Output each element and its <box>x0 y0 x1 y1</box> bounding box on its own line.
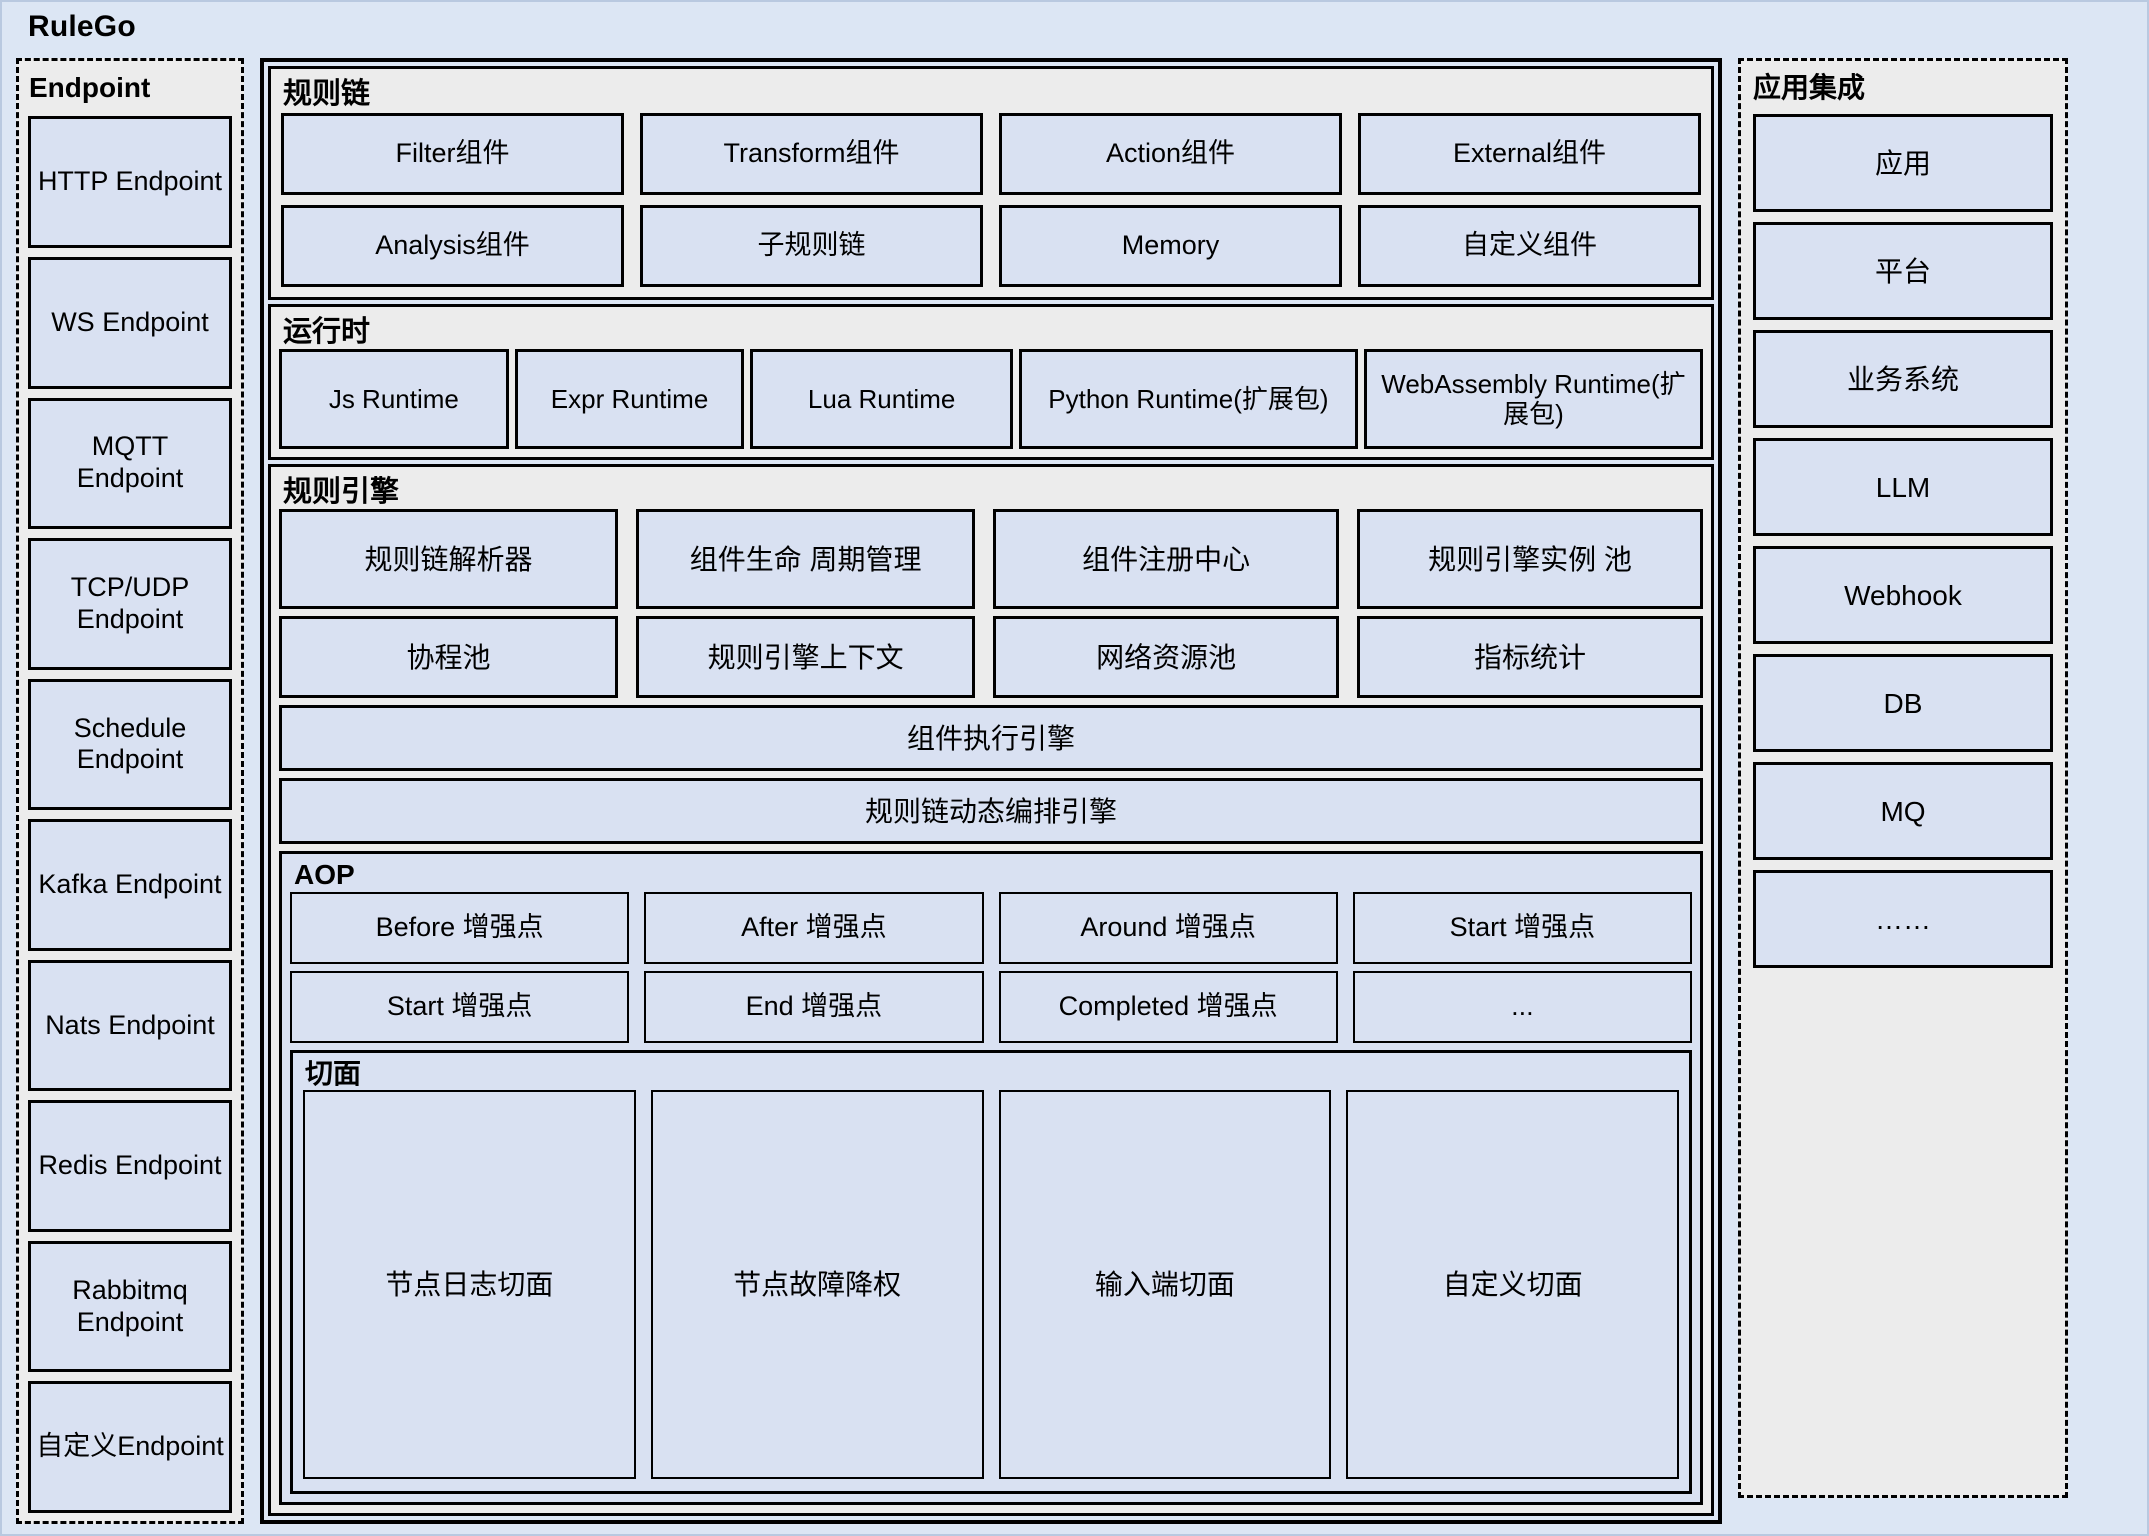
endpoint-group-title: Endpoint <box>29 72 151 103</box>
rule-chain-item-custom[interactable]: 自定义组件 <box>1358 205 1701 287</box>
rule-chain-item-filter[interactable]: Filter组件 <box>281 113 624 196</box>
rule-engine-section: 规则引擎 规则链解析器 组件生命 周期管理 组件注册中心 规则引擎实例 池 协程… <box>268 464 1714 1516</box>
rule-chain-item-external[interactable]: External组件 <box>1358 113 1701 196</box>
endpoint-item-http[interactable]: HTTP Endpoint <box>28 116 232 248</box>
rule-chain-item-transform[interactable]: Transform组件 <box>640 113 983 196</box>
endpoint-list: HTTP Endpoint WS Endpoint MQTT Endpoint … <box>19 102 241 1521</box>
endpoint-item-kafka[interactable]: Kafka Endpoint <box>28 819 232 951</box>
endpoint-group: Endpoint HTTP Endpoint WS Endpoint MQTT … <box>16 58 244 1524</box>
app-integration-item-platform[interactable]: 平台 <box>1753 222 2053 321</box>
aspect-grid: 节点日志切面 节点故障降权 输入端切面 自定义切面 <box>293 1088 1689 1491</box>
aspect-title: 切面 <box>305 1057 362 1089</box>
rule-chain-item-memory[interactable]: Memory <box>999 205 1342 287</box>
aop-item-start-2[interactable]: Start 增强点 <box>290 970 630 1043</box>
app-integration-item-more[interactable]: …… <box>1753 870 2053 969</box>
rule-engine-grid: 规则链解析器 组件生命 周期管理 组件注册中心 规则引擎实例 池 协程池 规则引… <box>279 509 1703 699</box>
endpoint-item-rabbitmq[interactable]: Rabbitmq Endpoint <box>28 1240 232 1373</box>
endpoint-item-custom[interactable]: 自定义Endpoint <box>28 1381 232 1514</box>
app-integration-item-mq[interactable]: MQ <box>1753 762 2053 861</box>
rule-engine-item-instance-pool[interactable]: 规则引擎实例 池 <box>1357 509 1703 610</box>
app-integration-list: 应用 平台 业务系统 LLM Webhook DB MQ …… <box>1741 102 2065 969</box>
app-integration-item-webhook[interactable]: Webhook <box>1753 546 2053 645</box>
rule-engine-title: 规则引擎 <box>283 476 400 508</box>
rule-engine-item-registry[interactable]: 组件注册中心 <box>993 509 1340 610</box>
aop-item-start-1[interactable]: Start 增强点 <box>1352 891 1692 964</box>
endpoint-item-ws[interactable]: WS Endpoint <box>28 256 232 389</box>
rule-chain-item-analysis[interactable]: Analysis组件 <box>281 205 624 287</box>
core-stack: 规则链 Filter组件 Transform组件 Action组件 Extern… <box>260 58 1722 1524</box>
runtime-item-js[interactable]: Js Runtime <box>279 349 509 449</box>
aop-section: AOP Before 增强点 After 增强点 Around 增强点 Star… <box>279 851 1703 1505</box>
rule-chain-title: 规则链 <box>283 78 371 110</box>
runtime-item-expr[interactable]: Expr Runtime <box>514 349 745 449</box>
runtime-section: 运行时 Js Runtime Expr Runtime Lua Runtime … <box>268 304 1714 460</box>
endpoint-item-tcp-udp[interactable]: TCP/UDP Endpoint <box>28 538 232 670</box>
aop-item-after[interactable]: After 增强点 <box>644 891 984 964</box>
rule-engine-body: 规则链解析器 组件生命 周期管理 组件注册中心 规则引擎实例 池 协程池 规则引… <box>271 507 1711 1513</box>
aop-item-around[interactable]: Around 增强点 <box>998 891 1338 964</box>
runtime-title: 运行时 <box>283 316 371 348</box>
rule-engine-item-goroutine-pool[interactable]: 协程池 <box>279 616 619 699</box>
rule-engine-item-chain-parser[interactable]: 规则链解析器 <box>279 509 619 610</box>
rule-engine-item-lifecycle[interactable]: 组件生命 周期管理 <box>636 509 976 610</box>
aop-grid: Before 增强点 After 增强点 Around 增强点 Start 增强… <box>290 891 1692 1043</box>
runtime-row: Js Runtime Expr Runtime Lua Runtime Pyth… <box>271 347 1711 457</box>
rule-chain-item-action[interactable]: Action组件 <box>999 113 1342 196</box>
endpoint-item-mqtt[interactable]: MQTT Endpoint <box>28 397 232 530</box>
runtime-item-lua[interactable]: Lua Runtime <box>750 349 1013 449</box>
app-integration-title: 应用集成 <box>1753 72 1866 103</box>
aspect-item-custom[interactable]: 自定义切面 <box>1346 1090 1679 1479</box>
aspect-item-node-log[interactable]: 节点日志切面 <box>303 1090 636 1479</box>
app-integration-item-db[interactable]: DB <box>1753 654 2053 753</box>
rule-chain-item-sub-chain[interactable]: 子规则链 <box>640 205 983 287</box>
app-integration-group: 应用集成 应用 平台 业务系统 LLM Webhook DB MQ …… <box>1738 58 2068 1498</box>
rule-engine-bar-dynamic-orchestr[interactable]: 规则链动态编排引擎 <box>279 778 1703 845</box>
endpoint-item-redis[interactable]: Redis Endpoint <box>28 1100 232 1232</box>
endpoint-item-nats[interactable]: Nats Endpoint <box>28 959 232 1092</box>
aspect-item-input[interactable]: 输入端切面 <box>998 1090 1332 1479</box>
rule-engine-item-network-pool[interactable]: 网络资源池 <box>993 616 1340 699</box>
aop-title: AOP <box>294 859 355 891</box>
endpoint-item-schedule[interactable]: Schedule Endpoint <box>28 678 232 811</box>
rule-engine-item-context[interactable]: 规则引擎上下文 <box>636 616 976 699</box>
aop-item-end[interactable]: End 增强点 <box>644 970 984 1043</box>
aop-body: Before 增强点 After 增强点 Around 增强点 Start 增强… <box>282 890 1700 1502</box>
aspect-section: 切面 节点日志切面 节点故障降权 输入端切面 自定义切面 <box>290 1049 1692 1494</box>
app-integration-item-application[interactable]: 应用 <box>1753 114 2053 213</box>
rule-chain-grid: Filter组件 Transform组件 Action组件 External组件… <box>271 109 1711 297</box>
rule-engine-item-metrics[interactable]: 指标统计 <box>1357 616 1703 699</box>
rule-chain-section: 规则链 Filter组件 Transform组件 Action组件 Extern… <box>268 66 1714 300</box>
runtime-item-webassembly[interactable]: WebAssembly Runtime(扩展包) <box>1363 349 1703 449</box>
aop-item-more[interactable]: ... <box>1352 970 1692 1043</box>
aop-item-completed[interactable]: Completed 增强点 <box>998 970 1338 1043</box>
aop-item-before[interactable]: Before 增强点 <box>290 891 630 964</box>
aspect-item-node-fallback[interactable]: 节点故障降权 <box>650 1090 984 1479</box>
runtime-item-python[interactable]: Python Runtime(扩展包) <box>1018 349 1358 449</box>
page-title: RuleGo <box>28 10 136 43</box>
app-integration-item-llm[interactable]: LLM <box>1753 438 2053 537</box>
app-integration-item-business-system[interactable]: 业务系统 <box>1753 330 2053 429</box>
rule-engine-bar-component-exec[interactable]: 组件执行引擎 <box>279 705 1703 772</box>
